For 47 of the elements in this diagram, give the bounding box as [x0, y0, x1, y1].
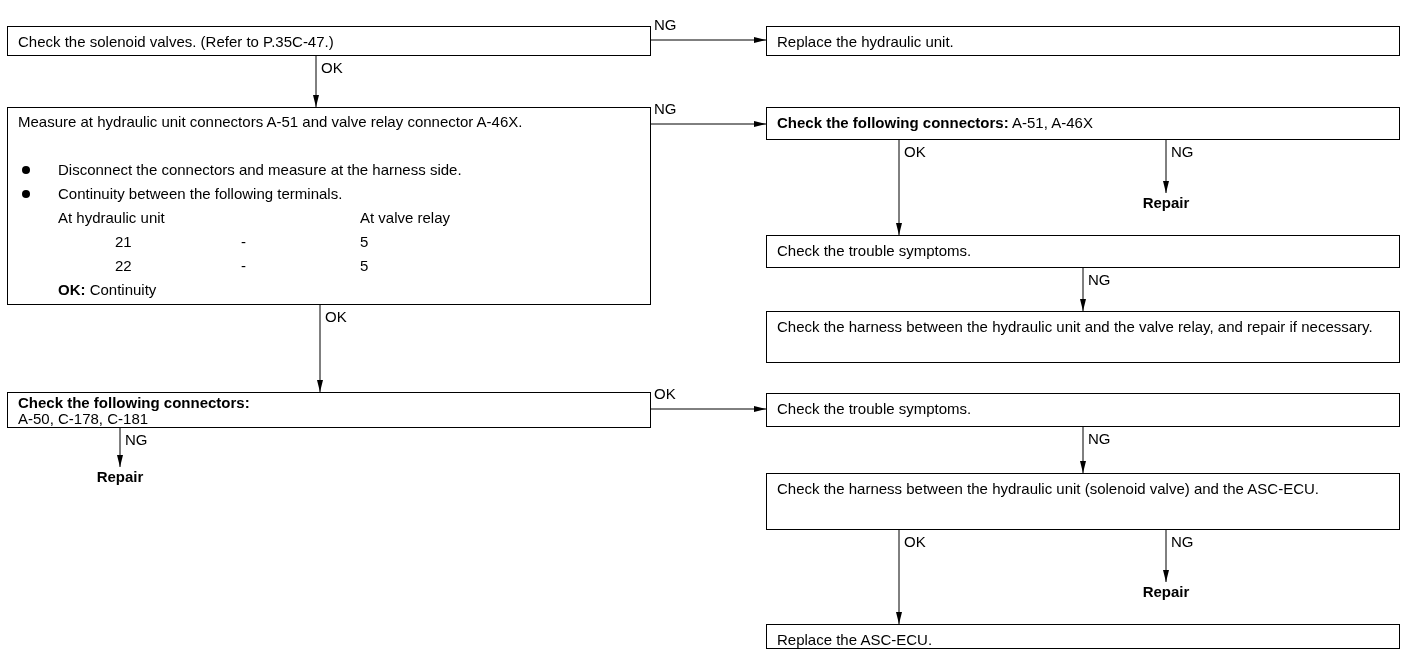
arrow: [313, 55, 319, 108]
process-box: [766, 311, 1400, 363]
box-text: -: [241, 232, 247, 252]
box-text: Check the trouble symptoms.: [777, 241, 973, 261]
arrow: [1163, 529, 1169, 583]
process-box: [7, 26, 651, 56]
process-box: [7, 392, 651, 428]
process-box: [766, 473, 1400, 530]
box-text: Measure at hydraulic unit connectors A-51 and valve relay connector A-46X.: [18, 112, 524, 132]
box-text: 5: [360, 256, 370, 276]
process-box: [766, 26, 1400, 56]
box-text: Check the solenoid valves. (Refer to P.35C-47.): [18, 32, 335, 52]
process-box: [7, 107, 651, 305]
box-text: -: [241, 256, 247, 276]
arrow: [650, 121, 767, 127]
arrow: [650, 406, 767, 412]
box-text: Continuity between the following terminals.: [58, 184, 344, 204]
box-text: OK: Continuity: [58, 280, 158, 300]
box-text: Check the harness between the hydraulic unit (solenoid valve) and the ASC-ECU.: [777, 479, 1320, 499]
result-text: Repair: [1141, 193, 1191, 213]
arrow: [117, 427, 123, 468]
result-text: Repair: [95, 467, 145, 487]
arrow: [1080, 426, 1086, 474]
box-text: A-50, C-178, C-181: [18, 410, 149, 427]
box-text: Check the following connectors:: [18, 394, 251, 411]
result-text: Repair: [1141, 582, 1191, 602]
box-text: At hydraulic unit: [58, 208, 166, 228]
arrow: [650, 37, 767, 43]
box-text: 22: [115, 256, 133, 276]
box-text: Check the harness between the hydraulic unit and the valve relay, and repair if necessary.: [777, 317, 1374, 337]
process-box: [766, 393, 1400, 427]
box-text: 5: [360, 232, 370, 252]
arrow: [896, 139, 902, 236]
arrow: [317, 304, 323, 393]
process-box: [766, 107, 1400, 140]
box-text: Replace the hydraulic unit.: [777, 32, 955, 52]
box-text: Check the trouble symptoms.: [777, 399, 973, 419]
box-text: Disconnect the connectors and measure at the harness side.: [58, 160, 463, 180]
box-text: Replace the ASC-ECU.: [777, 630, 934, 650]
box-text: 21: [115, 232, 133, 252]
process-box: [766, 624, 1400, 649]
arrow: [1163, 139, 1169, 194]
arrow: [1080, 267, 1086, 312]
process-box: [766, 235, 1400, 268]
arrow: [896, 529, 902, 625]
box-text: Check the following connectors: A-51, A-46X: [777, 113, 1094, 133]
box-text: At valve relay: [360, 208, 452, 228]
